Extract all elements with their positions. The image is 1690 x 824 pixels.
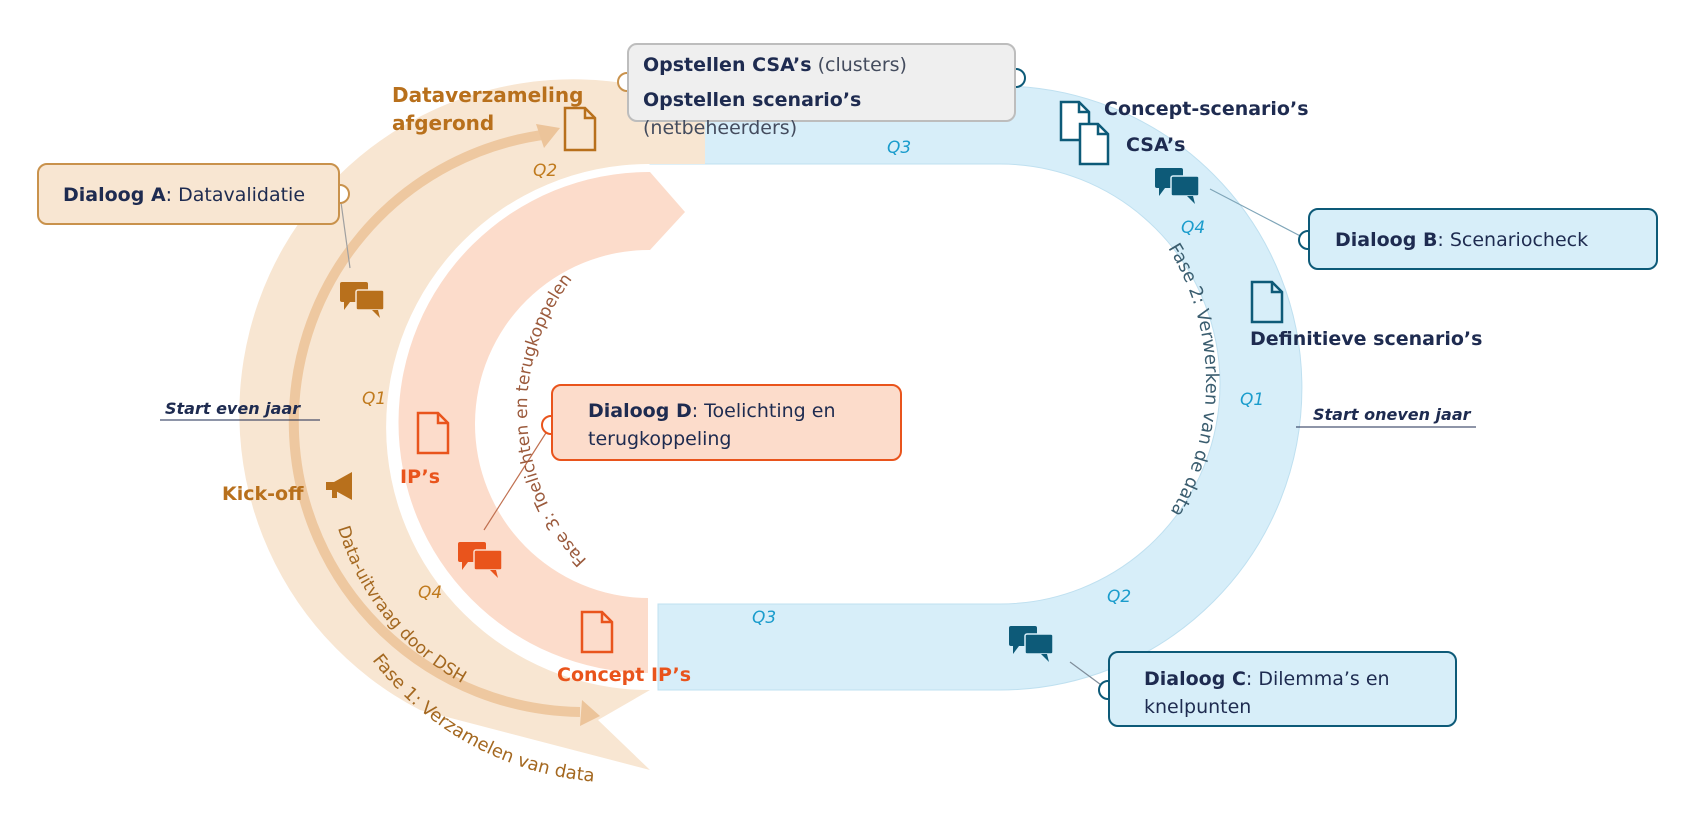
q3-bottom-label: Q3 bbox=[752, 608, 776, 628]
megaphone-icon bbox=[326, 472, 352, 500]
q3-top-label: Q3 bbox=[887, 138, 911, 158]
dataverzameling-label-1: Dataverzameling bbox=[392, 83, 583, 107]
connector-a bbox=[339, 194, 351, 269]
connector-d bbox=[483, 424, 552, 531]
opstellen-box: Opstellen CSA’s (clusters) Opstellen sce… bbox=[627, 43, 1016, 139]
opstellen-csa-line: Opstellen CSA’s (clusters) bbox=[643, 51, 1008, 79]
concept-ips-label: Concept IP’s bbox=[557, 664, 691, 686]
chat-icon bbox=[1009, 626, 1054, 662]
q4-tan-label: Q4 bbox=[418, 583, 442, 603]
chat-icon bbox=[1155, 168, 1200, 204]
dialoog-c-title: Dialoog C bbox=[1144, 668, 1246, 690]
dialoog-d-text: : Toelichting en terugkoppeling bbox=[588, 400, 836, 450]
document-icon bbox=[416, 411, 450, 455]
document-icon bbox=[563, 106, 597, 152]
dialoog-b-text: : Scenariocheck bbox=[1437, 229, 1589, 251]
dialoog-c-text: : Dilemma’s en knelpunten bbox=[1144, 668, 1390, 718]
dataverzameling-label-2: afgerond bbox=[392, 111, 494, 135]
chat-icon bbox=[340, 282, 385, 318]
concept-scenarios-label: Concept-scenario’s bbox=[1104, 98, 1309, 120]
document-icon bbox=[1250, 280, 1284, 324]
opstellen-scenarios-text: (netbeheerders) bbox=[643, 117, 798, 139]
dialoog-d-title: Dialoog D bbox=[588, 400, 692, 422]
opstellen-scenarios-title: Opstellen scenario’s bbox=[643, 89, 862, 111]
document-icon bbox=[1078, 122, 1110, 166]
q2-tan-label: Q2 bbox=[533, 161, 557, 181]
dialoog-b-box: Dialoog B: Scenariocheck bbox=[1308, 208, 1658, 270]
csas-label: CSA’s bbox=[1126, 134, 1185, 156]
dialoog-a-text: : Datavalidatie bbox=[165, 184, 306, 206]
fase1-arrow-head bbox=[536, 124, 560, 148]
kick-off-label: Kick-off bbox=[222, 483, 304, 505]
dialoog-d-box: Dialoog D: Toelichting en terugkoppeling bbox=[551, 384, 902, 461]
q1-tan-label: Q1 bbox=[362, 389, 386, 409]
opstellen-scenarios-line: Opstellen scenario’s (netbeheerders) bbox=[643, 86, 1008, 142]
chat-icon bbox=[458, 542, 503, 578]
opstellen-csa-text: (clusters) bbox=[811, 54, 907, 76]
start-even-label: Start even jaar bbox=[165, 399, 301, 418]
dialoog-c-box: Dialoog C: Dilemma’s en knelpunten bbox=[1108, 651, 1457, 727]
connector-b bbox=[1209, 188, 1309, 241]
ips-label: IP’s bbox=[400, 466, 440, 488]
dialoog-b-title: Dialoog B bbox=[1335, 229, 1438, 251]
q1-blue-label: Q1 bbox=[1240, 390, 1264, 410]
start-oneven-label: Start oneven jaar bbox=[1313, 405, 1472, 424]
fase1-arrow-tail bbox=[580, 700, 600, 726]
fase1-arrow bbox=[288, 129, 581, 717]
document-icon bbox=[580, 610, 614, 654]
opstellen-csa-title: Opstellen CSA’s bbox=[643, 54, 812, 76]
fase2-band bbox=[649, 85, 1303, 691]
dialoog-a-title: Dialoog A bbox=[63, 184, 166, 206]
dialoog-a-box: Dialoog A: Datavalidatie bbox=[37, 163, 340, 225]
q2-blue-label: Q2 bbox=[1107, 587, 1131, 607]
definitieve-scenarios-label: Definitieve scenario’s bbox=[1250, 328, 1482, 350]
q4-blue-label: Q4 bbox=[1181, 218, 1205, 238]
